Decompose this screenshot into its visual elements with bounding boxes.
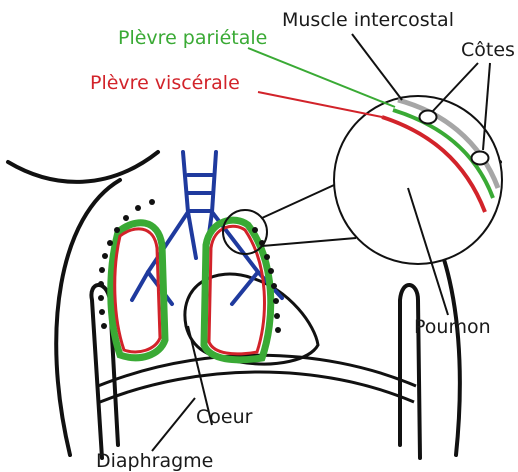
right-arm <box>400 285 420 458</box>
label-diaphragme: Diaphragme <box>96 450 213 472</box>
zoom-connector-bottom <box>262 238 356 246</box>
label-coeur: Coeur <box>196 406 253 428</box>
rib-dot <box>271 283 277 289</box>
rib-dot <box>98 295 104 301</box>
left-inner-bronchus <box>188 212 196 258</box>
rib-dot <box>252 227 258 233</box>
rib-dot <box>264 254 270 260</box>
label-muscle-intercostal: Muscle intercostal <box>282 9 454 31</box>
rib-dot <box>102 253 108 259</box>
rib-dot <box>274 313 280 319</box>
rib-dot <box>149 199 155 205</box>
rib-dot <box>114 227 120 233</box>
label-poumon: Poumon <box>414 316 491 338</box>
diaphragm <box>98 355 416 402</box>
left-neck-shoulder <box>8 152 158 182</box>
rib-dot <box>101 323 107 329</box>
rib-dot <box>268 268 274 274</box>
rib-cross-section-2 <box>472 152 489 165</box>
rib-dot <box>98 281 104 287</box>
rib-dot <box>123 215 129 221</box>
tracheal-rings <box>188 175 212 211</box>
rib-dot <box>99 267 105 273</box>
label-cotes: Côtes <box>461 39 515 61</box>
rib-cross-section-1 <box>420 111 437 124</box>
left-rib-dots <box>98 199 155 329</box>
leader-muscle-intercostal <box>352 34 402 100</box>
zoom-connector-top <box>262 180 345 218</box>
rib-dot <box>275 327 281 333</box>
rib-dot <box>273 298 279 304</box>
rib-dot <box>107 240 113 246</box>
label-plevre-parietale: Plèvre pariétale <box>118 27 267 49</box>
label-plevre-viscerale: Plèvre viscérale <box>90 72 240 94</box>
rib-dot <box>135 205 141 211</box>
leader-plevre-viscerale <box>258 92 382 117</box>
leader-plevre-parietale <box>248 48 395 107</box>
leader-diaphragme <box>152 398 195 451</box>
diaphragm-lower-line <box>100 372 414 402</box>
rib-dot <box>99 309 105 315</box>
